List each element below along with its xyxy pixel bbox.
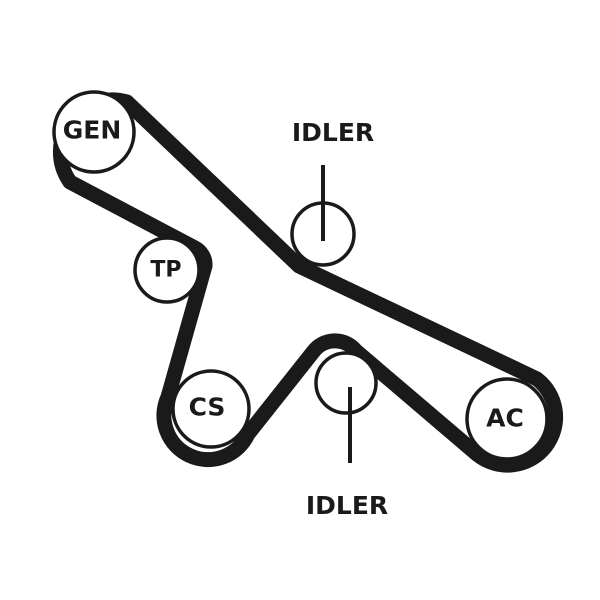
tp-label: TP	[150, 258, 181, 283]
cs-pulley: CS	[171, 369, 251, 449]
lower-idler: IDLER	[306, 351, 388, 520]
lower-idler-label: IDLER	[306, 491, 388, 520]
cs-pulley-circle	[171, 369, 251, 449]
gen-pulley-circle	[52, 90, 136, 174]
ac-pulley-circle	[465, 377, 549, 461]
gen-pulley: GEN	[52, 90, 136, 174]
lower-idler-circle	[314, 351, 378, 415]
cs-label: CS	[189, 393, 226, 422]
upper-idler: IDLER	[290, 118, 374, 267]
ac-pulley: AC	[465, 377, 549, 461]
ac-label: AC	[486, 404, 524, 433]
upper-idler-label: IDLER	[292, 118, 374, 147]
gen-label: GEN	[63, 116, 122, 145]
tp-pulley-circle	[133, 236, 201, 304]
tp-pulley: TP	[133, 236, 201, 304]
